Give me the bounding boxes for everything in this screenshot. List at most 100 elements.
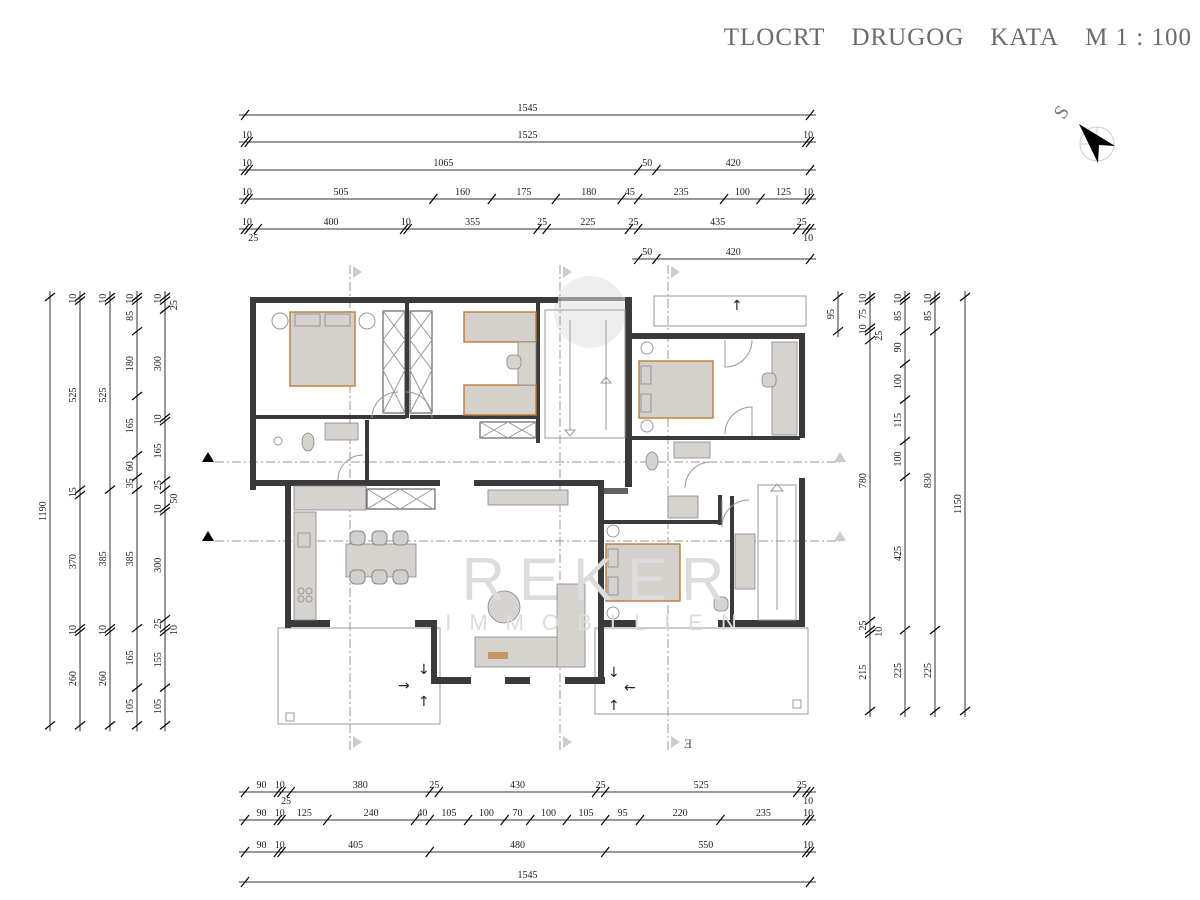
dimension-tick [633,164,643,176]
dimension-tick [240,876,250,888]
dimension-value: 370 [68,554,79,569]
dimension-value: 75 [858,309,869,319]
dimension-tick [801,136,811,148]
dimension-tick [929,292,941,302]
bedroom-east-lower [605,483,797,621]
dimension-tick [74,296,86,306]
dimension-tick [801,786,811,798]
dimension-tick [929,326,941,336]
svg-text:→: → [398,678,410,694]
dimension-value: 780 [858,473,869,488]
dimension-value: 10 [803,840,813,851]
dimension-tick [805,164,815,176]
dimension-tick [104,296,116,306]
dimension-value: 420 [726,247,741,258]
dimension-tick [131,485,143,495]
dimension-tick [131,326,143,336]
dimension-tick [44,720,56,730]
watermark-disc [554,276,626,348]
wardrobe [382,310,406,414]
kids-bedroom [371,310,537,439]
dimension-value: 830 [923,473,934,488]
dimension-value: 225 [893,663,904,678]
dimension-value: 125 [776,187,791,198]
dimension-tick [244,193,254,205]
dimension-value: 430 [510,780,525,791]
dimension-tick [801,193,811,205]
dimension-value: 380 [353,780,368,791]
dimension-tick [159,720,171,730]
dimension-tick [624,223,634,235]
dimension-value: 235 [674,187,689,198]
dimension-tick [244,164,254,176]
dimension-value: 10 [68,294,79,304]
dimension-tick [864,706,876,716]
dimension-value: 165 [153,443,164,458]
compass-label: S [1050,101,1074,123]
dimension-value: 100 [479,808,494,819]
dimension-tick [864,326,876,336]
dimension-value: 25 [537,217,547,228]
dimension-tick [131,472,143,482]
dimension-value: 1545 [518,103,538,114]
dimension-value: 35 [125,478,136,488]
dimension-value: 60 [125,461,136,471]
dimension-value: 420 [726,158,741,169]
svg-text:REKER: REKER [462,546,739,613]
dimension-tick [74,623,86,633]
dimension-value: 175 [516,187,531,198]
dimension-tick [159,413,171,423]
dimension-value: 385 [125,551,136,566]
dimension-tick [159,614,171,624]
dimension-value: 105 [441,808,456,819]
dimension-value: 425 [893,546,904,561]
svg-text:↑: ↑ [418,694,430,710]
dimension-tick [131,683,143,693]
dimension-value: 1545 [518,870,538,881]
dimension-tick [240,814,250,826]
dimension-tick [104,627,116,637]
dimension-value: 10 [98,625,109,635]
dimension-tick [651,253,661,265]
dimension-tick [864,616,876,626]
dimension-value: 70 [512,808,522,819]
staircase [544,309,626,439]
dimension-tick [44,292,56,302]
dimension-tick [104,720,116,730]
dimension-value: 435 [710,217,725,228]
dimension-value: 525 [694,780,709,791]
dimension-tick [277,846,287,858]
coffee-table [487,590,521,624]
dimension-tick [899,395,911,405]
dimension-tick [434,786,444,798]
dimension-tick [801,814,811,826]
dimension-tick [805,814,815,826]
dimension-tick [240,193,250,205]
dimension-tick [929,625,941,635]
dimension-value: 160 [455,187,470,198]
dimension-value: 10 [98,294,109,304]
dimension-tick [929,706,941,716]
dimension-tick [104,485,116,495]
svg-text:IMMOBILIEN: IMMOBILIEN [445,610,755,635]
dimension-value: 10 [874,627,885,637]
dimension-tick [633,253,643,265]
dimension-tick [286,786,296,798]
dimension-value: 400 [323,217,338,228]
dimension-value: 95 [826,309,837,319]
dimension-tick [864,323,876,333]
dimension-value: 105 [125,699,136,714]
dimension-tick [899,472,911,482]
dimension-value: 10 [275,808,285,819]
dimension-tick [864,629,876,639]
dimension-tick [633,223,643,235]
dimension-tick [600,846,610,858]
master-bedroom [271,310,406,414]
dimension-tick [832,326,844,336]
dimension-value: 50 [642,247,652,258]
dimension-tick [864,335,876,345]
dimension-tick [899,706,911,716]
dimension-value: 10 [858,294,869,304]
